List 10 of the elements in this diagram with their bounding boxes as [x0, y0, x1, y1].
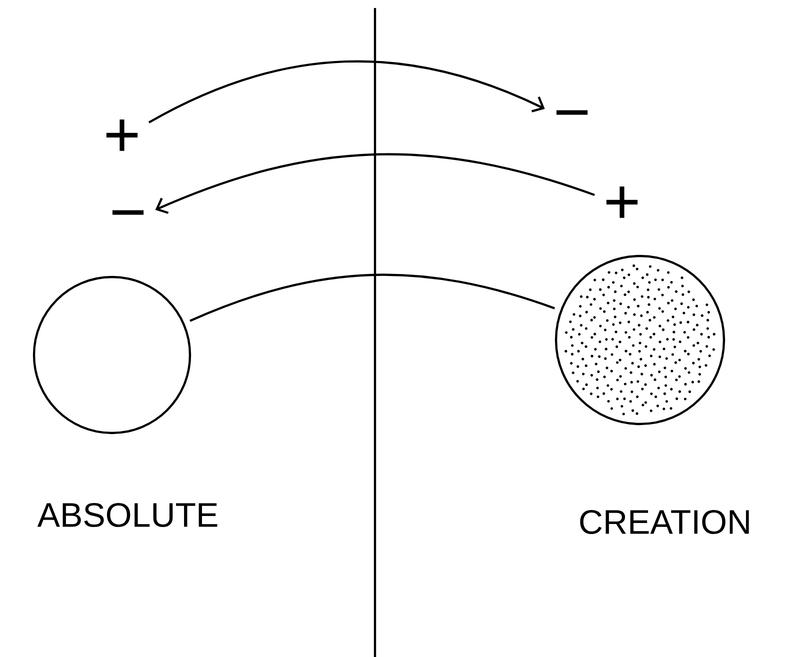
arrow [155, 153, 595, 214]
node-label: ABSOLUTE [37, 502, 218, 528]
arrow [148, 60, 545, 124]
sign: + [606, 186, 638, 218]
circle [32, 276, 192, 434]
sign: − [112, 210, 144, 215]
sign: − [556, 110, 588, 115]
node-label: CREATION [580, 510, 749, 534]
dotted-circle [554, 254, 726, 426]
sign: + [106, 120, 138, 151]
